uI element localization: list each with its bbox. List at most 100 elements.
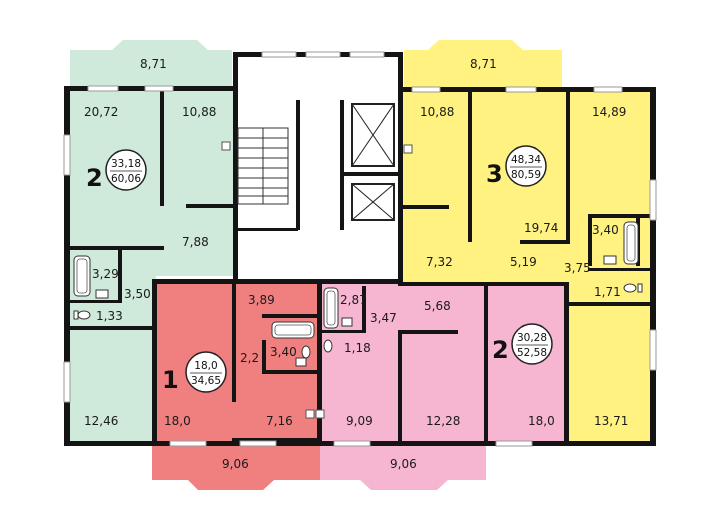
vent-icon [221,141,231,151]
apartment-number: 3 [486,160,503,188]
area-label: 3,40 [270,345,297,359]
wall-yellow-a-bottom [403,205,449,209]
yellow-apartment-fill [400,90,652,444]
area-label: 9,06 [222,457,249,471]
toilet-icon [77,310,91,320]
living-area: 30,28 [517,332,547,344]
pink-apartment-fill [320,282,566,444]
area-label: 3,75 [564,261,591,275]
area-label: 1,33 [96,309,123,323]
wall-red-left [152,280,157,446]
sink-icon [603,255,617,265]
wall-yellow-bath-left [588,214,592,266]
total-area: 60,06 [111,173,141,185]
wall-yellow-wc-top [588,268,650,271]
window-core-3 [349,51,385,58]
window-core-1 [261,51,297,58]
window-yellow-1 [411,86,441,93]
vent-icon [315,409,325,419]
wall-outer-bottom-right [564,441,656,446]
apartment-badges: 2 33,18 60,06 3 48,34 80,59 1 18,0 34,65… [86,145,553,394]
wall-pink-bath-right [362,286,366,330]
red-balcony-fill [152,444,320,490]
wall-pink-wc-top [322,330,366,333]
wall-yellow-a [468,92,472,242]
wall-core-right [398,52,403,282]
area-label: 3,40 [592,223,619,237]
wall-lift-divider [344,172,400,176]
wall-red-inner [232,284,236,402]
total-area: 80,59 [511,169,541,181]
area-label: 9,06 [390,457,417,471]
window-right-1 [649,179,657,221]
wall-yellow-kitchen-top [566,302,650,306]
living-area: 33,18 [111,158,141,170]
area-label: 19,74 [524,221,558,235]
area-label: 20,72 [84,105,118,119]
window-red-2 [239,440,277,447]
window-core-2 [305,51,341,58]
area-label: 5,68 [424,299,451,313]
wall-pink-room-right [484,286,488,442]
windows [63,51,657,447]
area-label: 7,16 [266,414,293,428]
area-label: 2,87 [340,293,367,307]
wall-yellow-b-bottom [520,240,570,244]
vent-icon [305,409,315,419]
wall-yellow-c-bottom [588,214,650,218]
area-label: 1,71 [594,285,621,299]
fixtures [73,141,643,419]
total-area: 52,58 [517,347,547,359]
wall-pink-room-top [398,330,458,334]
area-label: 9,09 [346,414,373,428]
bathtub-icon [623,221,639,265]
area-label: 18,0 [164,414,191,428]
window-pink-1 [333,440,371,447]
wall-red-bath-bottom [262,370,318,374]
wall-pink-room-left [398,330,402,442]
window-right-2 [649,329,657,371]
sink-icon [295,357,307,367]
area-label: 3,89 [248,293,275,307]
room-labels: 8,71 20,72 10,88 7,88 3,29 3,50 1,33 12,… [84,57,628,471]
wall-mid-horiz [152,279,402,284]
area-label: 3,50 [124,287,151,301]
wall-green-bath-right [118,250,122,302]
toilet-icon [301,345,311,359]
living-area: 48,34 [511,154,541,166]
window-pink-2 [495,440,533,447]
area-label: 13,71 [594,414,628,428]
area-label: 10,88 [420,105,454,119]
area-label: 5,19 [510,255,537,269]
area-label: 1,18 [344,341,371,355]
bathtub-icon [271,321,315,339]
toilet-icon [323,339,333,353]
window-red-1 [169,440,207,447]
area-label: 12,46 [84,414,118,428]
wall-outer-left [64,86,70,446]
wall-outer-bottom-green [64,441,158,446]
elevators [351,103,395,221]
staircase [237,127,289,205]
wall-green-kitchen-top [70,326,156,330]
apartment-number: 2 [86,164,103,192]
wall-green-wc-top [70,300,122,303]
living-area: 18,0 [194,360,217,372]
bathtub-icon [73,255,91,297]
toilet-icon [623,283,637,293]
window-yellow-2 [505,86,537,93]
area-label: 3,29 [92,267,119,281]
area-label: 10,88 [182,105,216,119]
area-label: 7,88 [182,235,209,249]
area-label: 7,32 [426,255,453,269]
wall-stair-right [296,100,300,230]
bathtub-icon [323,287,339,329]
wall-green-room-bottom [186,204,236,208]
apartment-number: 1 [162,366,179,394]
window-green-2 [144,85,174,92]
wall-green-hall-bottom [70,246,164,250]
wall-yellow-b [566,92,570,240]
wall-red-pink [317,282,322,444]
area-label: 3,47 [370,311,397,325]
